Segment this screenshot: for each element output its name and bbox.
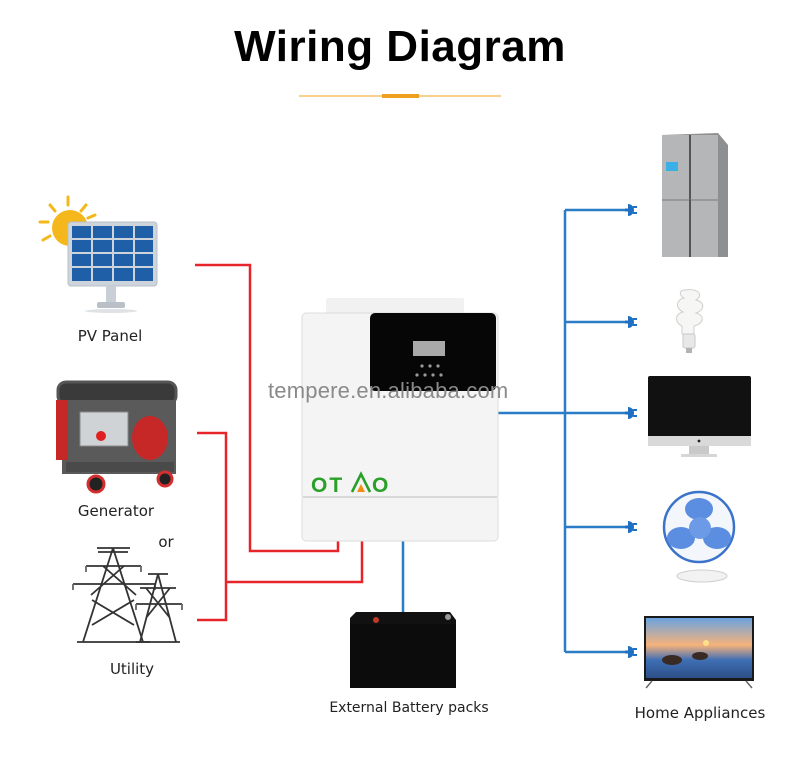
light-bulb-icon: [676, 289, 704, 353]
generator-label: Generator: [77, 502, 155, 520]
home-appliances-label: Home Appliances: [634, 704, 766, 722]
pv-panel-label: PV Panel: [77, 327, 143, 345]
utility-tower-icon: [72, 547, 183, 643]
battery-label: External Battery packs: [329, 700, 489, 716]
refrigerator-icon: [662, 133, 728, 257]
or-label: or: [158, 533, 174, 551]
sun-icon: [38, 195, 97, 242]
brand-text: OT: [311, 474, 344, 497]
utility-label: Utility: [109, 660, 155, 678]
grid-wire: [226, 540, 364, 584]
title-underline-accent: [382, 94, 419, 98]
plug-icon: [625, 521, 637, 533]
plug-icon: [625, 204, 637, 216]
generator-icon: [56, 380, 178, 494]
ac-input-wires: [195, 263, 364, 622]
computer-monitor-icon: [648, 376, 751, 457]
generator-wire: [197, 431, 228, 622]
desk-fan-icon: [662, 490, 736, 583]
watermark: tempere.en.alibaba.com: [268, 378, 509, 403]
plug-icon: [625, 646, 637, 658]
otao-logo: OT O: [311, 471, 388, 497]
plug-icon: [625, 316, 637, 328]
battery-icon: [350, 612, 456, 688]
plug-icon: [625, 407, 637, 419]
television-icon: [644, 616, 754, 689]
pv-panel-icon: [38, 195, 158, 313]
load-wires: [401, 208, 628, 654]
page-title: Wiring Diagram: [234, 22, 566, 71]
inverter-icon: [301, 298, 499, 542]
pv-wire: [195, 263, 340, 553]
svg-text:O: O: [372, 474, 388, 497]
